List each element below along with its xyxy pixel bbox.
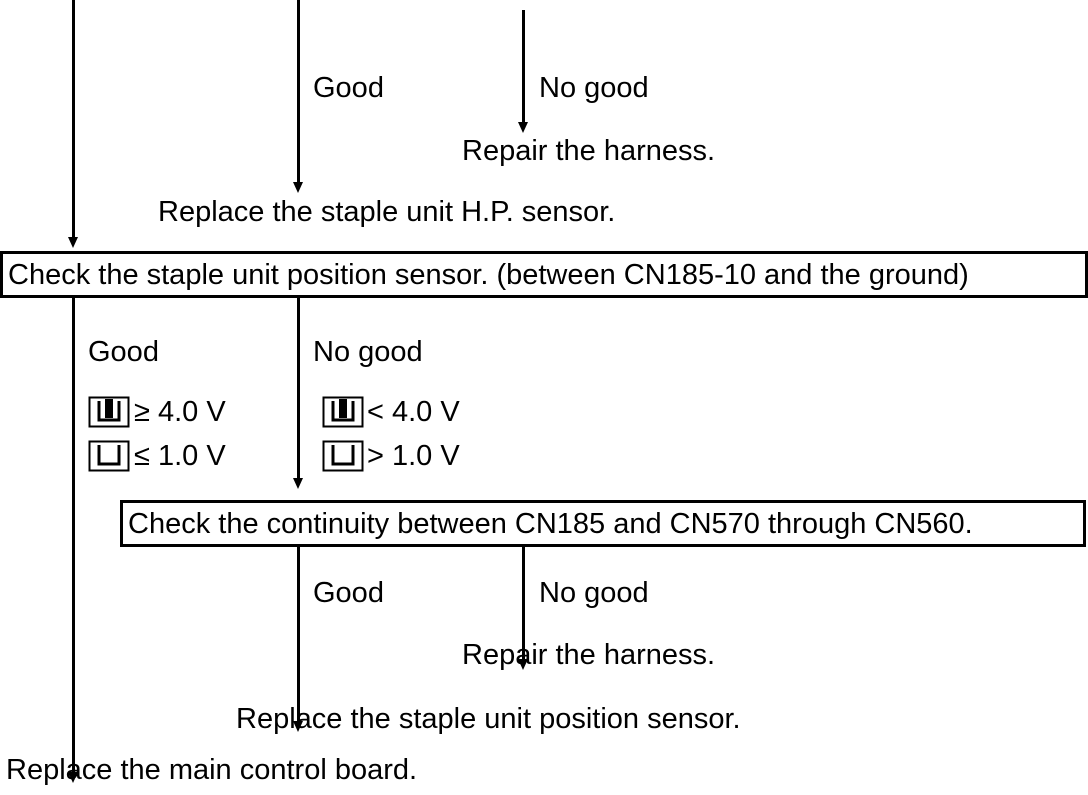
branch1-nogood-label: No good (313, 336, 423, 368)
nogood-open-value: > 1.0 V (367, 440, 460, 472)
top-repair-label: Repair the harness. (462, 135, 716, 167)
branch2-good-line (297, 547, 300, 721)
branch1-nogood-line (297, 298, 300, 478)
arrowhead (293, 478, 303, 489)
top-nogood-label: No good (539, 72, 649, 104)
arrowhead (68, 772, 78, 783)
branch2-good-label: Good (313, 577, 384, 609)
arrowhead (293, 182, 303, 193)
arrowhead (518, 122, 528, 133)
check-position-sensor-box: Check the staple unit position sensor. (… (0, 251, 1088, 298)
replace-hp-sensor-label: Replace the staple unit H.P. sensor. (158, 196, 616, 228)
sensor-open-icon (88, 440, 130, 472)
replace-position-sensor-label: Replace the staple unit position sensor. (236, 703, 741, 735)
main-left-line-lower (72, 298, 75, 772)
top-nogood-line (522, 10, 525, 122)
top-good-line (297, 0, 300, 182)
good-blocked-value: ≥ 4.0 V (134, 396, 226, 428)
arrowhead (68, 237, 78, 248)
sensor-open-icon (322, 440, 364, 472)
branch2-repair-label: Repair the harness. (462, 639, 716, 671)
check-continuity-text: Check the continuity between CN185 and C… (128, 507, 973, 540)
branch2-nogood-line (522, 547, 525, 659)
branch1-good-label: Good (88, 336, 159, 368)
top-good-label: Good (313, 72, 384, 104)
arrowhead (518, 659, 528, 670)
replace-main-board-label: Replace the main control board. (6, 754, 418, 786)
arrowhead (293, 721, 303, 732)
sensor-blocked-icon (322, 396, 364, 428)
good-open-value: ≤ 1.0 V (134, 440, 226, 472)
sensor-blocked-icon (88, 396, 130, 428)
check-position-sensor-text: Check the staple unit position sensor. (… (8, 258, 969, 291)
nogood-blocked-value: < 4.0 V (367, 396, 460, 428)
check-continuity-box: Check the continuity between CN185 and C… (120, 500, 1086, 547)
main-left-line (72, 0, 75, 237)
branch2-nogood-label: No good (539, 577, 649, 609)
